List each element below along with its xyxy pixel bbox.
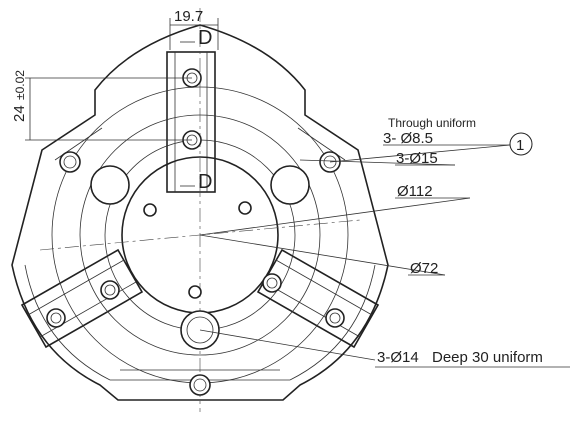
body-diameter-callout: Ø112 <box>397 183 433 200</box>
leader-lines <box>199 144 570 368</box>
center-screws <box>143 201 252 299</box>
dim-height-left: 24 <box>11 105 28 122</box>
pilot-diameter-callout: Ø72 <box>410 260 438 277</box>
deep-hole-callout: 3-Ø14 <box>377 349 419 366</box>
deep-hole-note: Deep 30 uniform <box>432 349 543 366</box>
jaw-screws <box>46 68 345 328</box>
section-marker-bottom: D <box>198 171 212 193</box>
through-uniform-note: Through uniform <box>388 116 476 130</box>
dim-width-top: 19.7 <box>174 8 203 25</box>
counterbore-holes <box>90 165 310 350</box>
center-lines <box>39 8 361 412</box>
dim-height-tolerance: ±0.02 <box>13 70 27 100</box>
jaw-slot-left <box>20 248 144 349</box>
dimension-lines <box>25 18 219 187</box>
jaw-slot-right <box>256 248 380 349</box>
jaw-slot-top <box>166 51 216 193</box>
bolt-hole-callout: 3- Ø8.5 <box>383 130 433 147</box>
section-marker-top: D <box>198 27 212 49</box>
item-balloon <box>509 132 533 156</box>
counterbore-callout: 3-Ø15 <box>396 150 438 167</box>
item-number: 1 <box>516 137 524 154</box>
